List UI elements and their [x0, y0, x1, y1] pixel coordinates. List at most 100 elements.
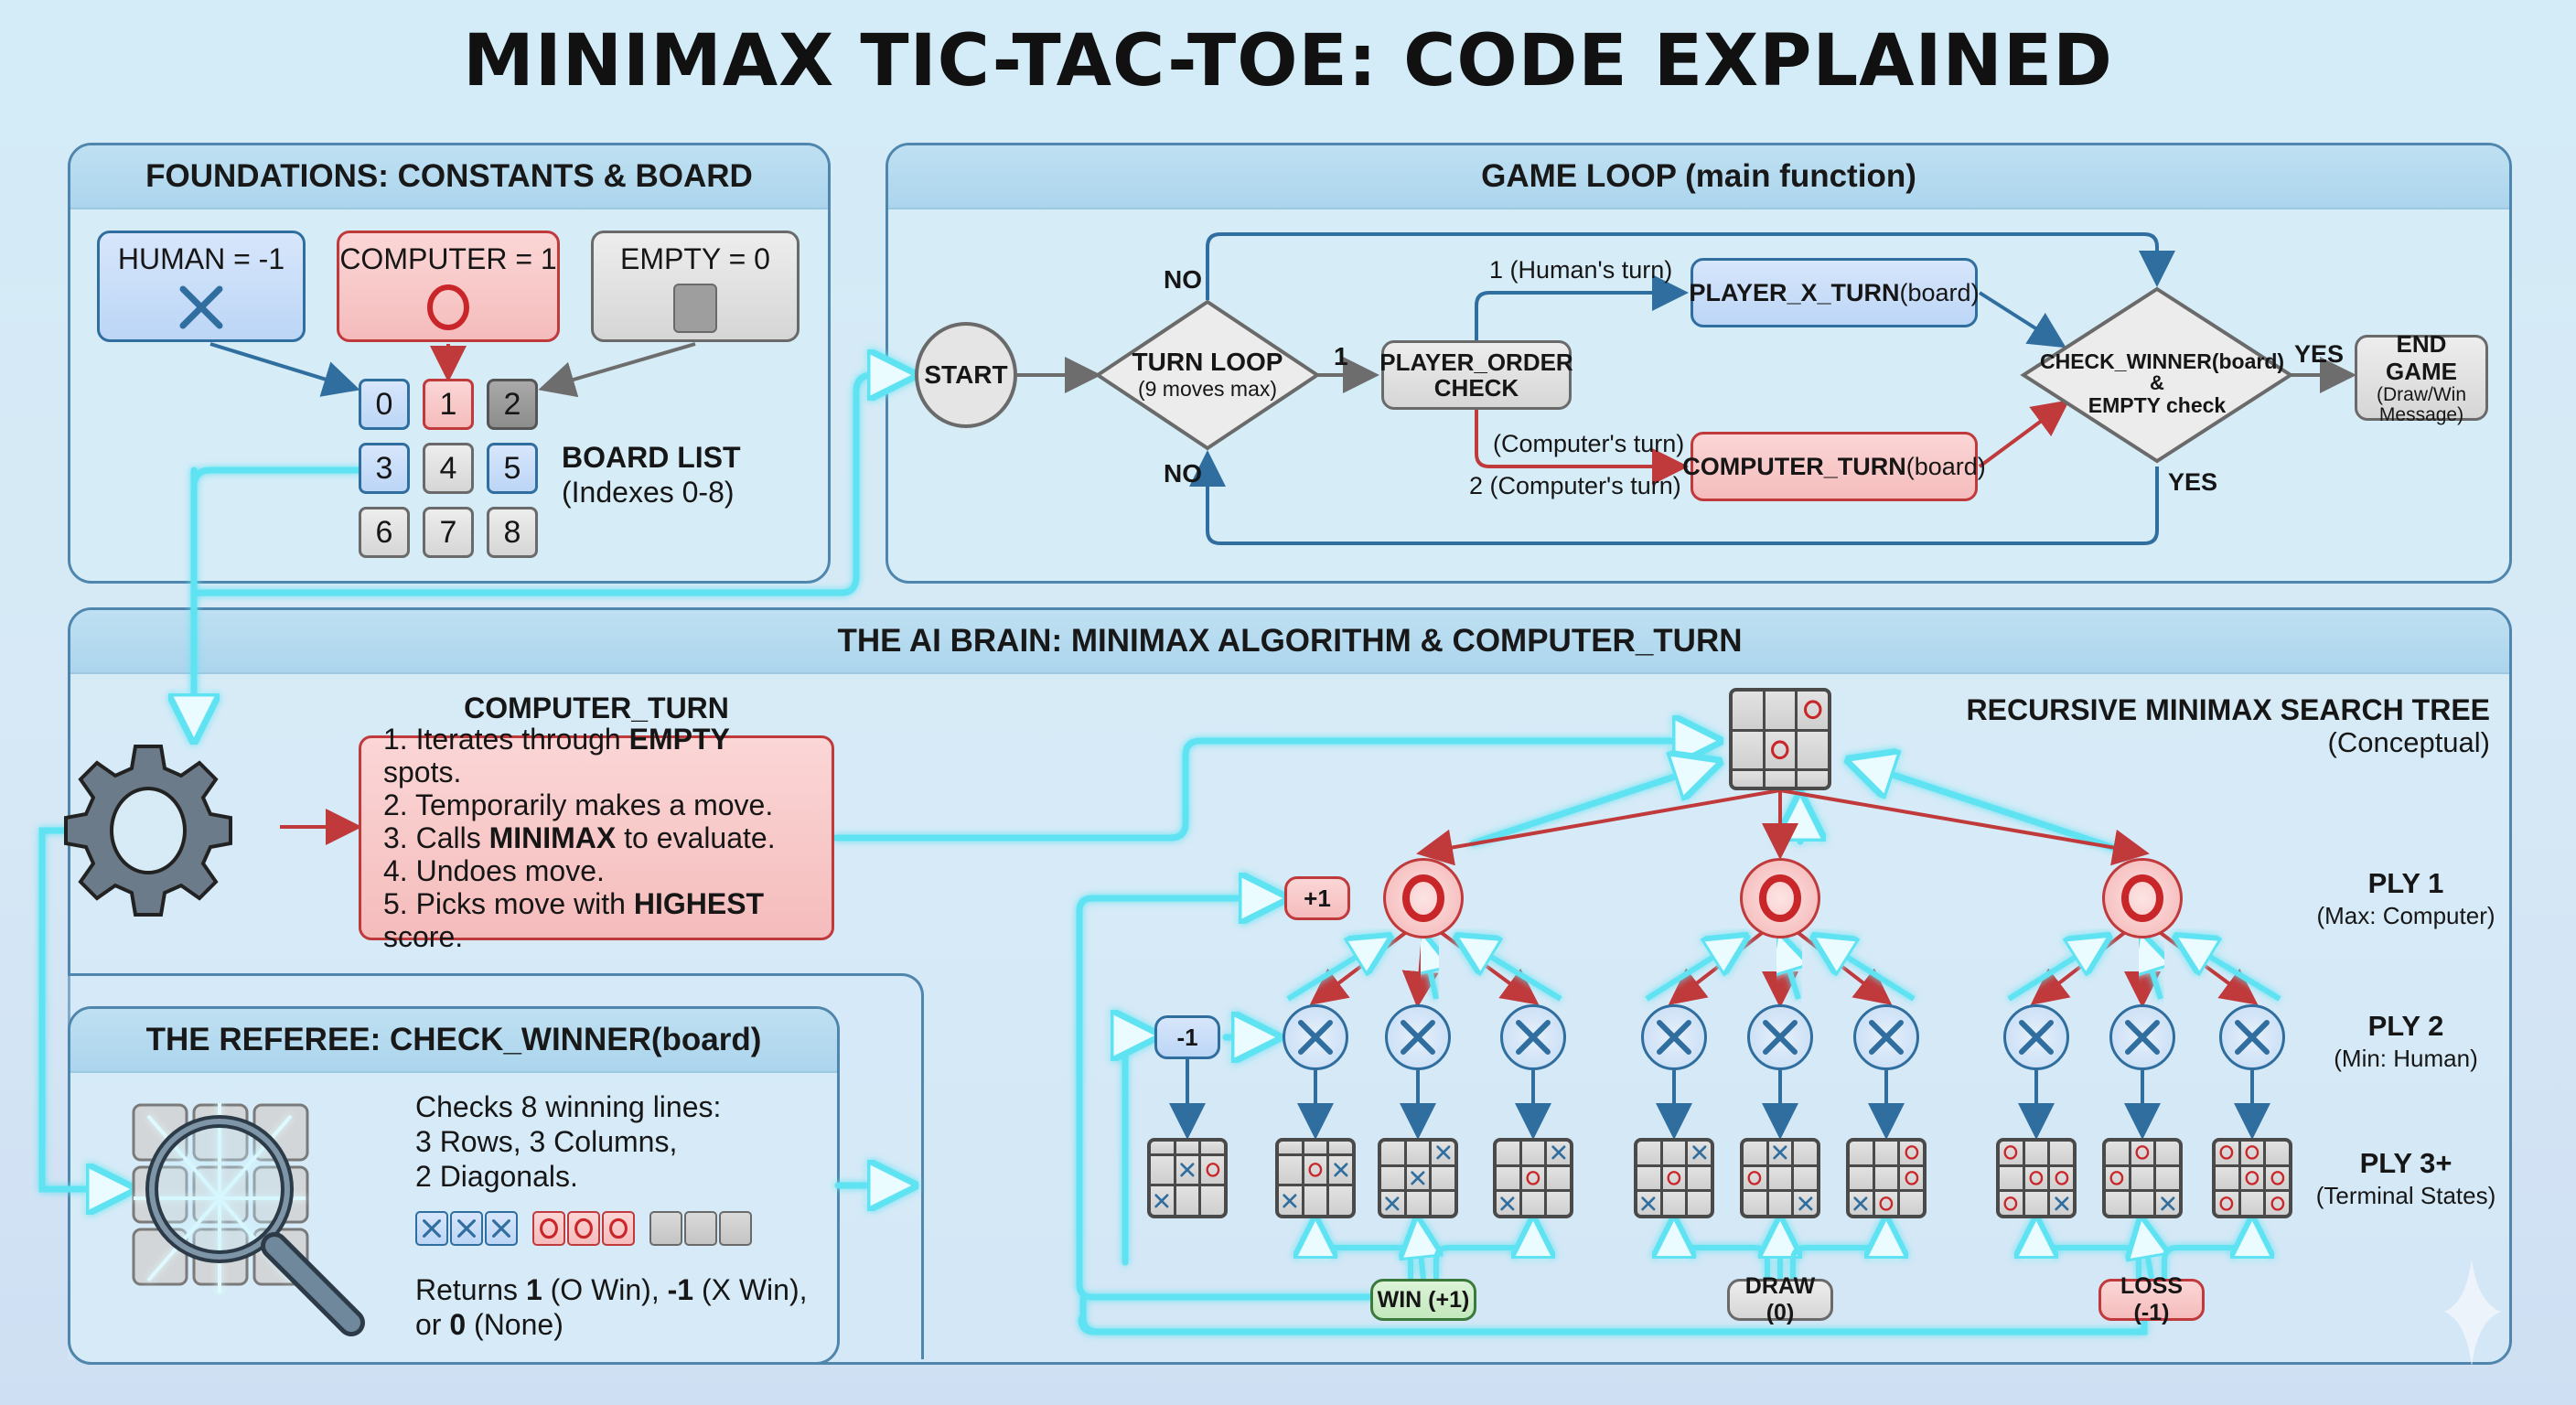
board-cell: [1733, 771, 1763, 787]
player-x-turn-node: PLAYER_X_TURN(board): [1689, 258, 1980, 327]
ply2-node: [1283, 1004, 1348, 1070]
outcome-flow: [1433, 1226, 1533, 1279]
end-game-sublabel-1: (Draw/Win: [2377, 384, 2466, 405]
board-cell: [1547, 1166, 1570, 1190]
sample-line-cell: [602, 1211, 635, 1246]
tree-edge: [1797, 931, 1893, 1005]
x-mark-icon: [492, 1219, 510, 1238]
end-game-sublabel-2: Message): [2378, 404, 2464, 425]
step-text: 1. Iterates through: [383, 723, 629, 756]
outcome-flow: [1418, 1226, 1423, 1280]
o-mark-icon: [2121, 874, 2163, 922]
step-text: 3. Calls: [383, 821, 489, 854]
board-cell: [1794, 1142, 1817, 1164]
board-cell: [2240, 1192, 2264, 1215]
board-cell: [1765, 771, 1796, 787]
board-cell: [1744, 1166, 1766, 1190]
board-cell: [1768, 1192, 1792, 1215]
board-cell: [1521, 1142, 1545, 1164]
turn-loop-sublabel: (9 moves max): [1137, 377, 1278, 401]
return-flow: [2142, 940, 2161, 1000]
board-cell: [2024, 1166, 2048, 1190]
board-cell: 5: [487, 443, 538, 494]
check-yes-return-loop: [1189, 450, 2159, 545]
return-flow: [1423, 940, 1436, 1000]
board-cell: [1662, 1166, 1686, 1190]
ply2-node: [1747, 1004, 1813, 1070]
board-cell: [1381, 1142, 1404, 1164]
ply-sublabel: (Min: Human): [2334, 1045, 2478, 1072]
check-winner-label-1: CHECK_WINNER(board): [2040, 349, 2285, 373]
tree-edge: [1440, 931, 1540, 1005]
step-text: to evaluate.: [616, 821, 776, 854]
flow-loss-to-minus1: [1078, 1035, 2148, 1335]
outcome-flow: [1790, 1226, 1886, 1279]
o-mark-icon: [2003, 1145, 2018, 1161]
start-node: [915, 322, 1017, 428]
computer-turn-edge-label-b: 2 (Computer's turn): [1469, 472, 1681, 499]
o-mark-icon: [1759, 874, 1801, 922]
board-cell: [1688, 1166, 1711, 1190]
o-mark-icon: [1803, 700, 1822, 720]
returns-value-1: 1: [525, 1273, 542, 1306]
computer-turn-steps: 1. Iterates through EMPTY spots.2. Tempo…: [359, 723, 834, 953]
board-cell: [2156, 1142, 2179, 1164]
referee-line-2: 3 Rows, 3 Columns,: [415, 1125, 678, 1158]
board-cell: [1900, 1192, 1923, 1215]
flow-win-to-plus1: [1076, 898, 1376, 1301]
board-cell: [2240, 1142, 2264, 1164]
step-item: 5. Picks move with HIGHEST score.: [383, 887, 810, 953]
player-x-turn-arg: (board): [1899, 278, 1980, 306]
board-cell: [1733, 731, 1763, 768]
x-mark-icon: [1798, 1196, 1813, 1211]
board-cell: [1201, 1155, 1224, 1185]
player-order-label-2: CHECK: [1433, 374, 1519, 402]
return-flow: [1780, 940, 1798, 1000]
board-cell: [1497, 1192, 1519, 1215]
score-badge-minus1: -1: [1154, 1015, 1220, 1059]
o-mark-icon: [2270, 1196, 2285, 1211]
board-cell: [1432, 1192, 1454, 1215]
board-cell: [1637, 1192, 1660, 1215]
board-cell: [1874, 1192, 1898, 1215]
board-cell: [1406, 1192, 1430, 1215]
constant-empty: EMPTY = 0: [591, 231, 800, 342]
player-order-check-node: PLAYER_ORDER CHECK: [1379, 340, 1573, 410]
outcome-flow: [2142, 1226, 2152, 1280]
terminal-board: [1634, 1138, 1714, 1218]
x-mark-icon: [1763, 1020, 1798, 1055]
board-cell: [1547, 1142, 1570, 1164]
start-label: START: [924, 360, 1008, 389]
tree-edge: [1668, 931, 1764, 1005]
board-cell: [2000, 1192, 2023, 1215]
board-cell: [1304, 1186, 1327, 1215]
o-mark-icon: [2270, 1171, 2285, 1185]
returns-line2-suffix: (None): [466, 1308, 564, 1341]
root-board: [1729, 688, 1831, 790]
x-mark-icon: [1401, 1020, 1435, 1055]
board-cell: [1201, 1186, 1224, 1215]
step-text: score.: [383, 920, 464, 953]
order-to-computer-arrow: [1475, 410, 1689, 485]
o-mark-icon: [2055, 1171, 2069, 1185]
o-mark-icon: [2245, 1171, 2259, 1185]
playerx-to-check-arrow: [1978, 291, 2066, 349]
sample-line-cell: [719, 1211, 752, 1246]
ply1-node: [2102, 858, 2183, 938]
player-order-label: PLAYER_ORDER: [1379, 349, 1573, 376]
sample-line-cell: [415, 1211, 448, 1246]
o-mark-icon: [1905, 1171, 1919, 1185]
board-cell: 2: [487, 379, 538, 430]
return-flow: [1464, 940, 1562, 1002]
ply1-node: [1383, 858, 1464, 938]
board-cell: [1662, 1192, 1686, 1215]
order-to-playerx-arrow: [1475, 274, 1689, 340]
flow-board-to-gear: [194, 467, 362, 732]
step-text: 5. Picks move with: [383, 887, 634, 920]
board-cell: [1900, 1166, 1923, 1190]
ply2-node: [2219, 1004, 2285, 1070]
x-mark-icon: [1657, 1020, 1691, 1055]
board-cell: [1432, 1142, 1454, 1164]
board-cell: [2266, 1166, 2289, 1190]
